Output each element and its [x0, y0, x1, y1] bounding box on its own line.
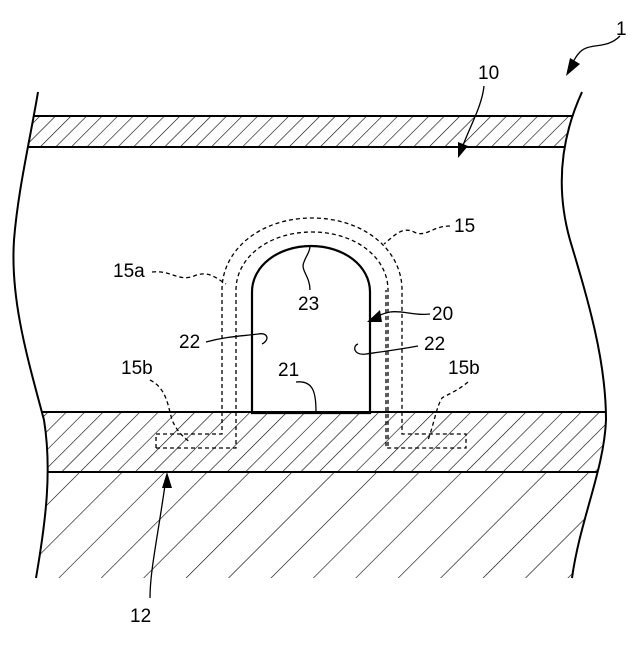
top-layer — [0, 116, 640, 147]
opening-20 — [252, 246, 370, 413]
label-10: 10 — [478, 63, 499, 84]
label-22-left: 22 — [179, 332, 200, 353]
label-15a: 15a — [113, 261, 145, 282]
label-15b-right: 15b — [448, 358, 480, 379]
label-15b-left: 15b — [121, 358, 153, 379]
label-12: 12 — [130, 606, 151, 627]
middle-layer — [0, 412, 640, 472]
label-23: 23 — [298, 294, 319, 315]
label-1: 1 — [616, 19, 627, 40]
leader-15 — [384, 226, 450, 244]
arrowhead-1 — [566, 58, 580, 76]
label-22-right: 22 — [424, 334, 445, 355]
label-20: 20 — [432, 304, 453, 325]
leader-15a — [152, 272, 226, 284]
label-21: 21 — [278, 360, 299, 381]
left-break-line — [13, 92, 47, 578]
substrate-region — [0, 472, 640, 578]
label-15: 15 — [454, 216, 475, 237]
leader-1 — [572, 36, 620, 64]
